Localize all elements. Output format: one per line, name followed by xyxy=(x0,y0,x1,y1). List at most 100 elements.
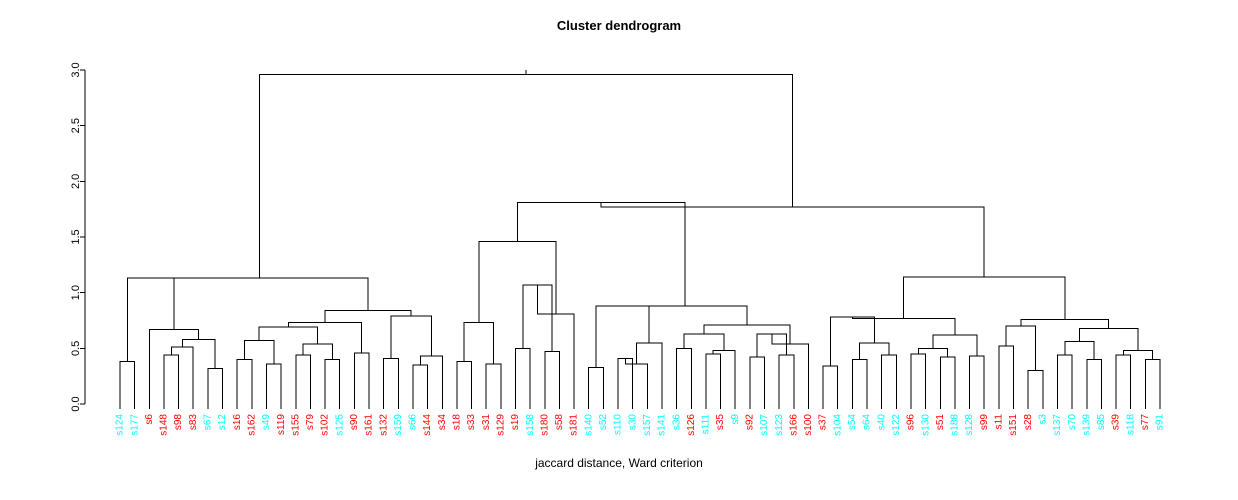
dendrogram-link xyxy=(302,343,333,360)
y-axis: 0.00.51.01.52.02.53.0 xyxy=(70,62,86,412)
leaf-label: s40 xyxy=(876,414,887,431)
leaf-label: s118 xyxy=(1125,414,1136,435)
dendrogram-link xyxy=(851,317,956,335)
x-axis-label: jaccard distance, Ward criterion xyxy=(535,456,703,470)
leaf-label: s161 xyxy=(364,414,375,436)
leaf-label: s33 xyxy=(466,414,477,431)
dendrogram-link xyxy=(851,358,868,404)
dendrogram-link xyxy=(917,347,949,358)
leaf-label: s181 xyxy=(569,414,580,436)
leaf-label: s70 xyxy=(1067,414,1078,431)
leaf-label: s28 xyxy=(1023,414,1034,431)
dendrogram-link xyxy=(514,347,531,404)
leaf-label: s96 xyxy=(906,414,917,431)
leaf-label: s111 xyxy=(701,414,712,435)
leaf-label: s31 xyxy=(481,414,492,431)
dendrogram-link xyxy=(150,277,369,311)
leaf-label: s166 xyxy=(788,414,799,436)
dendrogram-link xyxy=(624,358,648,404)
dendrogram-link xyxy=(998,345,1015,404)
dendrogram-link xyxy=(635,342,663,404)
leaf-label: s141 xyxy=(657,414,668,436)
leaf-label: s39 xyxy=(1111,414,1122,431)
leaf-label: s151 xyxy=(1008,414,1019,436)
leaf-label: s98 xyxy=(173,414,184,431)
dendrogram-link xyxy=(419,355,443,404)
dendrogram-link xyxy=(1078,327,1139,351)
dendrogram-link xyxy=(295,354,311,404)
leaf-label: s67 xyxy=(203,414,214,431)
dendrogram-link xyxy=(265,363,282,404)
leaf-label: s162 xyxy=(246,414,257,436)
dendrogram-link xyxy=(244,340,275,364)
leaf-label: s104 xyxy=(832,414,843,436)
leaf-label: s188 xyxy=(950,414,961,436)
leaf-label: s125 xyxy=(334,414,345,436)
dendrogram-link xyxy=(170,346,194,404)
leaf-label: s157 xyxy=(642,414,653,436)
leaf-label: s52 xyxy=(598,414,609,431)
leaf-label: s158 xyxy=(525,414,536,436)
dendrogram-link xyxy=(910,353,927,404)
leaf-label: s92 xyxy=(744,414,755,431)
leaf-label: s124 xyxy=(115,414,126,436)
leaf-label: s90 xyxy=(349,414,360,431)
dendrogram-link xyxy=(1056,354,1073,404)
dendrogram-link xyxy=(324,309,412,323)
y-axis-tick-label: 2.5 xyxy=(70,118,82,133)
dendrogram-link xyxy=(712,350,736,404)
dendrogram-link xyxy=(595,305,650,368)
dendrogram-links xyxy=(119,70,1161,404)
leaf-label: s137 xyxy=(1052,414,1063,436)
y-axis-tick-label: 1.0 xyxy=(70,285,82,300)
leaf-label: s99 xyxy=(979,414,990,431)
dendrogram-link xyxy=(939,356,956,404)
leaf-label: s85 xyxy=(1096,414,1107,431)
dendrogram-link xyxy=(287,322,363,353)
leaf-label: s79 xyxy=(305,414,316,431)
dendrogram-link xyxy=(600,202,985,278)
dendrogram-link xyxy=(126,277,175,362)
dendrogram-link xyxy=(1144,358,1161,404)
leaf-label: s83 xyxy=(188,414,199,431)
leaf-label: s123 xyxy=(774,414,785,436)
dendrogram-link xyxy=(236,358,253,404)
leaf-label: s16 xyxy=(232,414,243,431)
dendrogram-link xyxy=(1086,358,1102,404)
leaf-label: s119 xyxy=(276,414,287,435)
dendrogram-link xyxy=(859,342,890,360)
leaf-label: s58 xyxy=(554,414,565,431)
dendrogram-link xyxy=(119,361,136,404)
dendrogram-link xyxy=(383,357,399,404)
leaf-label: s30 xyxy=(627,414,638,431)
leaf-label: s129 xyxy=(495,414,506,436)
leaf-label: s49 xyxy=(261,414,272,431)
dendrogram-link xyxy=(456,361,473,404)
dendrogram-link xyxy=(181,338,216,369)
leaf-label: s77 xyxy=(1140,414,1151,431)
y-axis-tick-label: 1.5 xyxy=(70,229,82,244)
leaf-label: s122 xyxy=(891,414,902,436)
leaf-label: s128 xyxy=(964,414,975,436)
leaf-label: s107 xyxy=(759,414,770,436)
leaf-label: s11 xyxy=(994,414,1005,430)
leaf-label: s64 xyxy=(862,414,873,431)
leaf-label: s18 xyxy=(452,414,463,431)
dendrogram-link xyxy=(148,328,200,404)
dendrogram-link xyxy=(881,354,897,404)
leaf-label: s180 xyxy=(539,414,550,436)
dendrogram-link xyxy=(412,364,429,404)
leaf-label: s12 xyxy=(217,414,228,431)
leaf-label: s102 xyxy=(320,414,331,436)
dendrogram-link xyxy=(829,316,875,367)
dendrogram-link xyxy=(617,357,634,404)
dendrogram-link xyxy=(163,354,180,404)
leaf-label: s34 xyxy=(437,414,448,431)
leaf-label: s139 xyxy=(1081,414,1092,436)
leaf-label: s91 xyxy=(1155,414,1166,431)
dendrogram-link xyxy=(622,305,748,325)
dendrogram-link xyxy=(778,354,795,404)
leaf-label: s148 xyxy=(159,414,170,436)
